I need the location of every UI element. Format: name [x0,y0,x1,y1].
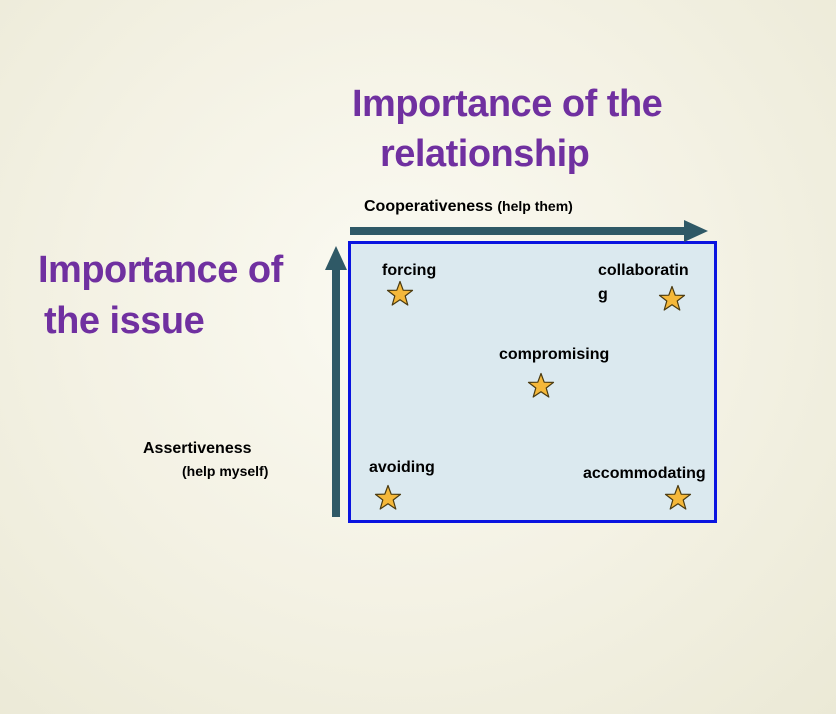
cooperativeness-main-text: Cooperativeness [364,198,493,215]
avoiding-star-icon [374,484,402,510]
compromising-star-icon [527,372,555,398]
cooperativeness-sub-text: (help them) [497,198,573,214]
issue-title-line2: the issue [44,300,205,342]
forcing-label: forcing [382,262,437,279]
assertiveness-sub-label: (help myself) [182,463,269,479]
vertical-arrow-icon [325,246,347,517]
collaborating-label: collaborating [598,262,689,303]
assertiveness-label: Assertiveness [143,440,252,457]
accommodating-star-icon [664,484,692,510]
cooperativeness-label: Cooperativeness (help them) [364,198,573,216]
accommodating-label: accommodating [583,465,706,482]
avoiding-label: avoiding [369,459,435,476]
forcing-star-icon [386,280,414,306]
compromising-label: compromising [499,346,610,363]
relationship-title-line1: Importance of the [352,83,663,125]
issue-title-line1: Importance of [38,249,283,291]
collaborating-star-icon [658,285,686,311]
horizontal-arrow-icon [350,220,708,242]
relationship-title-line2: relationship [380,133,590,175]
